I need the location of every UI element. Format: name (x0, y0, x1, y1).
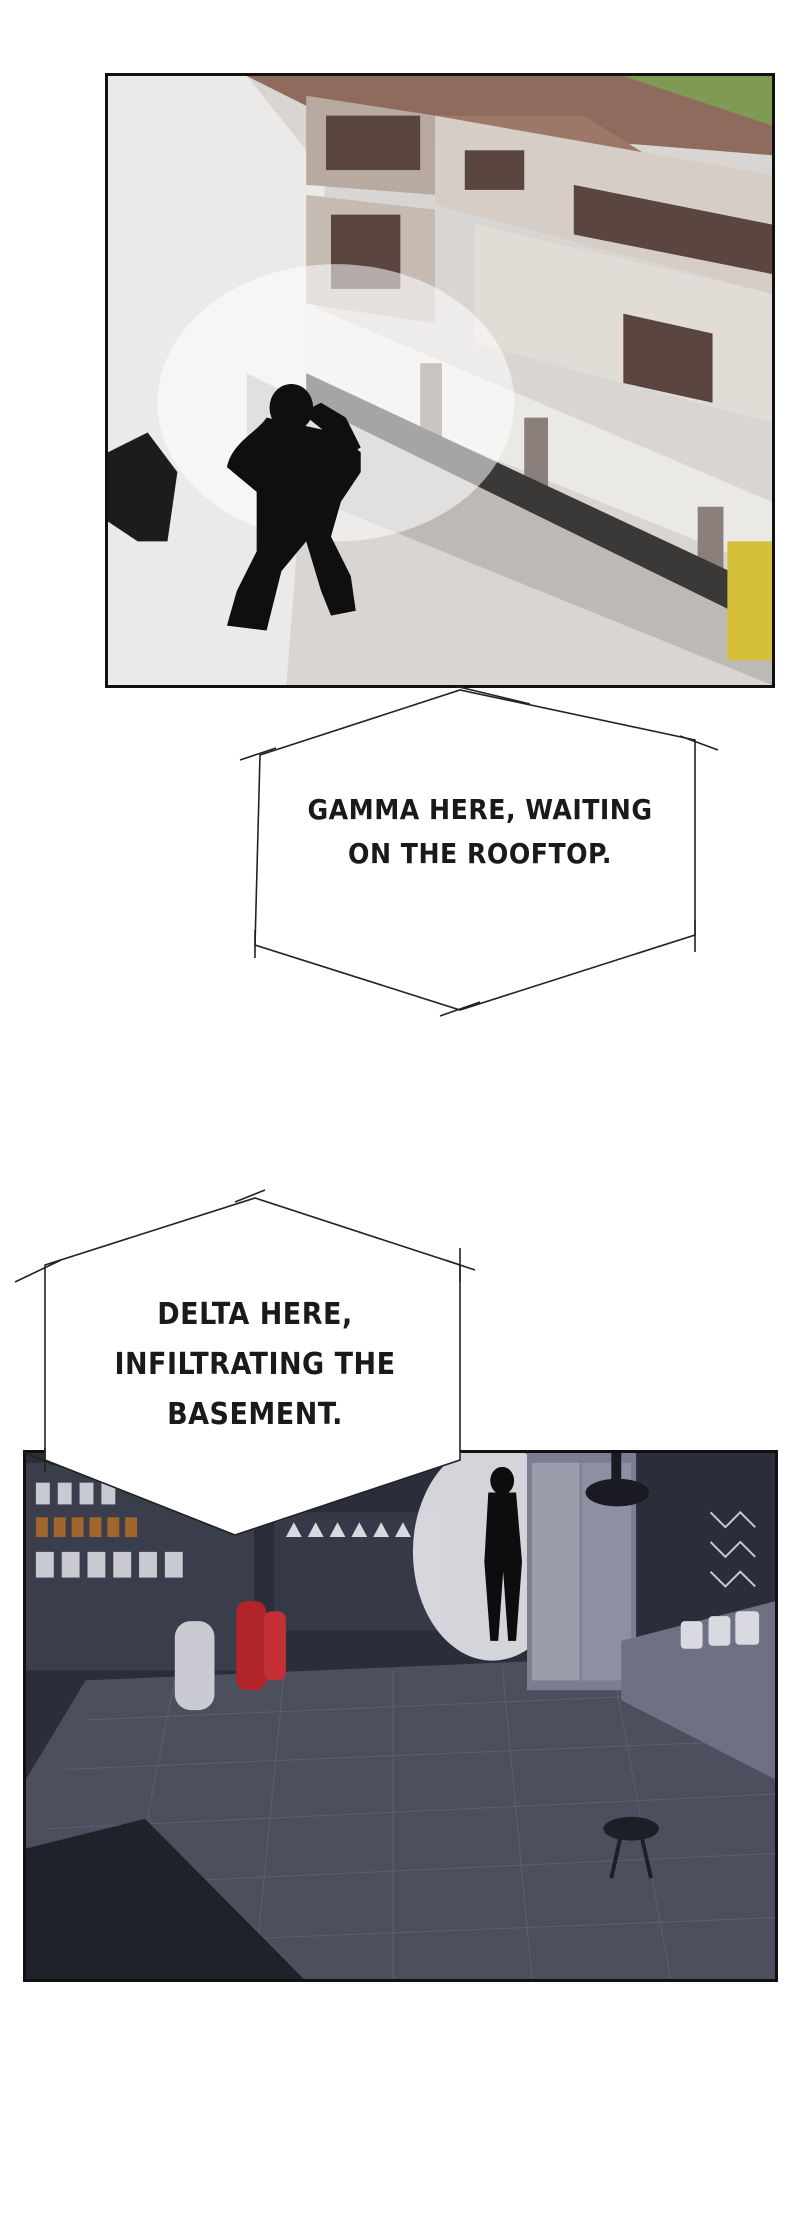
hexagon-bubble-outline (239, 685, 719, 1017)
rooftop-scene-illustration (108, 76, 772, 685)
hexagon-bubble-outline (14, 1189, 476, 1536)
basement-panel (23, 1450, 778, 1982)
dialogue-line: DELTA HERE, (157, 1297, 353, 1332)
dialogue-line: GAMMA HERE, WAITING (307, 793, 653, 826)
speech-bubble-gamma: GAMMA HERE, WAITING ON THE ROOFTOP. (239, 685, 720, 1020)
rooftop-panel (105, 73, 775, 688)
dialogue-line: BASEMENT. (167, 1397, 343, 1432)
delta-dialogue-text: DELTA HERE, INFILTRATING THE BASEMENT. (35, 1290, 475, 1440)
standing-figure (484, 1466, 523, 1641)
dialogue-line: INFILTRATING THE (114, 1347, 396, 1382)
basement-scene-illustration (26, 1453, 775, 1979)
dialogue-line: ON THE ROOFTOP. (348, 837, 612, 870)
gamma-dialogue-text: GAMMA HERE, WAITING ON THE ROOFTOP. (240, 788, 720, 876)
speech-bubble-delta: DELTA HERE, INFILTRATING THE BASEMENT. (14, 1189, 476, 1545)
crouching-figure (108, 383, 361, 631)
